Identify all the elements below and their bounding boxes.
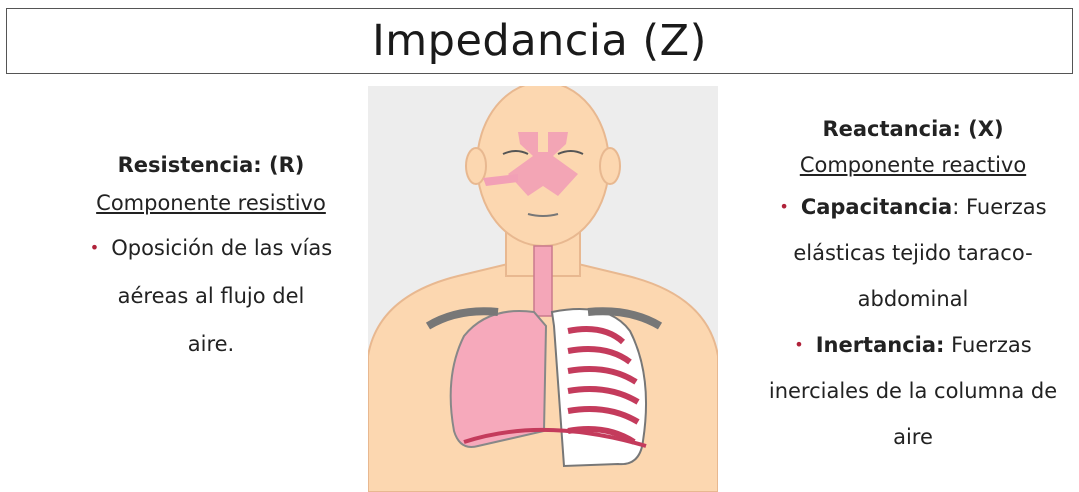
resistance-column: Resistencia: (R) Componente resistivo • O… [66,148,356,368]
bullet-icon: • [90,238,99,257]
bullet-icon: • [794,335,803,354]
bullet-term: Capacitancia [801,195,952,219]
bullet-text-line: abdominal [858,287,969,311]
bullet-text: : Fuerzas [952,195,1046,219]
bullet-icon: • [779,197,788,216]
bullet-text-line: aire [893,425,933,449]
reactance-column: Reactancia: (X) Componente reactivo • Cap… [750,112,1076,460]
bullet-text-line: aire. [188,332,234,356]
bullet-text: Fuerzas [944,333,1031,357]
ear-right [600,148,620,184]
bullet-term: Inertancia: [816,333,945,357]
reactance-heading: Reactancia: (X) [750,112,1076,146]
resistance-heading: Resistencia: (R) [66,148,356,182]
list-item-continuation: aire [750,414,1076,460]
bullet-text-line: inerciales de la columna de [769,379,1057,403]
list-item: • Inertancia: Fuerzas [750,322,1076,368]
resistance-subheading: Componente resistivo [66,182,356,224]
list-item: • Capacitancia: Fuerzas [750,184,1076,230]
respiratory-system-icon [368,86,718,492]
page-title: Impedancia (Z) [372,16,707,66]
list-item-continuation: inerciales de la columna de [750,368,1076,414]
bullet-text-line: Oposición de las vías [111,236,332,260]
list-item-continuation: abdominal [750,276,1076,322]
title-box: Impedancia (Z) [6,8,1073,74]
resistance-bullets: • Oposición de las vías aéreas al flujo d… [66,224,356,368]
list-item: • Oposición de las vías [66,224,356,272]
trachea-shape [534,246,552,316]
ear-left [466,148,486,184]
list-item-continuation: elásticas tejido taraco- [750,230,1076,276]
list-item-continuation: aéreas al flujo del [66,272,356,320]
respiratory-system-illustration [368,86,718,492]
reactance-subheading: Componente reactivo [750,146,1076,184]
reactance-bullets: • Capacitancia: Fuerzas elásticas tejido … [750,184,1076,460]
bullet-text-line: aéreas al flujo del [118,284,305,308]
bullet-text-line: elásticas tejido taraco- [793,241,1032,265]
list-item-continuation: aire. [66,320,356,368]
